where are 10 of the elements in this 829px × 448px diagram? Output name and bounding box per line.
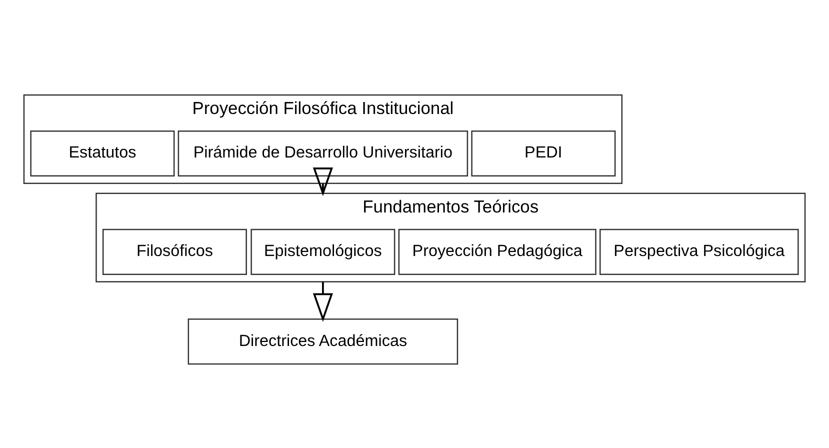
node-box: Proyección Pedagógica xyxy=(398,228,596,274)
node-box: Estatutos xyxy=(30,130,175,176)
node-box: Perspectiva Psicológica xyxy=(599,228,799,274)
node-box: PEDI xyxy=(471,130,616,176)
arrow xyxy=(312,167,333,196)
node-box: Pirámide de Desarrollo Universitario xyxy=(178,130,468,176)
arrow xyxy=(312,281,333,322)
node-box: Filosóficos xyxy=(102,228,247,274)
node-box: Directrices Académicas xyxy=(188,318,458,364)
node-box: Epistemológicos xyxy=(250,228,396,274)
